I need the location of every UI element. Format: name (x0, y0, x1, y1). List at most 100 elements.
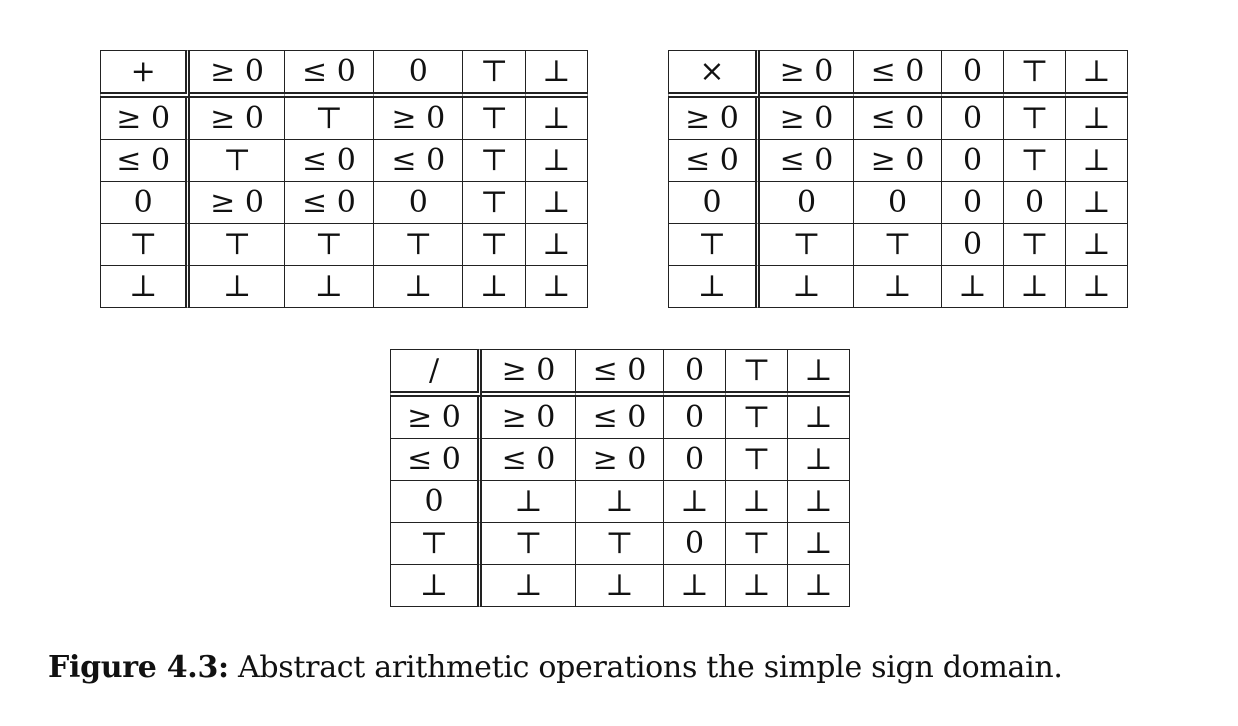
result-cell: ⊤ (726, 523, 788, 565)
table-row: ⊤⊤⊤⊤⊤⊥ (100, 224, 588, 266)
column-header: ≤ 0 (284, 50, 375, 98)
row-header: ≥ 0 (100, 98, 191, 140)
result-cell: ⊤ (463, 98, 526, 140)
row-header: 0 (668, 182, 760, 224)
result-cell: ⊥ (482, 481, 576, 523)
column-header: 0 (664, 349, 726, 397)
result-cell: 0 (942, 182, 1004, 224)
result-cell: ⊤ (576, 523, 664, 565)
result-cell: ⊥ (854, 266, 942, 308)
table-row: ⊤⊤⊤0⊤⊥ (668, 224, 1128, 266)
result-cell: ≥ 0 (374, 98, 464, 140)
result-cell: ≥ 0 (576, 439, 664, 481)
result-cell: ⊤ (1004, 224, 1066, 266)
result-cell: ≤ 0 (854, 98, 942, 140)
result-cell: ⊥ (525, 98, 588, 140)
result-cell: ⊤ (726, 439, 788, 481)
result-cell: ⊤ (760, 224, 854, 266)
result-cell: ≤ 0 (374, 140, 464, 182)
result-cell: ≤ 0 (482, 439, 576, 481)
result-cell: ⊥ (1066, 266, 1128, 308)
column-header: ⊤ (1004, 50, 1066, 98)
row-header: ≤ 0 (390, 439, 482, 481)
row-header: 0 (100, 182, 191, 224)
result-cell: ⊤ (284, 224, 375, 266)
result-cell: ≥ 0 (482, 397, 576, 439)
result-cell: 0 (664, 523, 726, 565)
result-cell: ⊥ (1066, 182, 1128, 224)
result-cell: ⊥ (284, 266, 375, 308)
column-header: ⊤ (726, 349, 788, 397)
result-cell: ⊤ (463, 224, 526, 266)
result-cell: ⊤ (463, 182, 526, 224)
row-header: ⊥ (100, 266, 191, 308)
result-cell: ⊥ (788, 397, 850, 439)
row-header: ≤ 0 (668, 140, 760, 182)
result-cell: ⊥ (726, 481, 788, 523)
operator-symbol: + (100, 50, 191, 98)
row-header: ⊤ (100, 224, 191, 266)
result-cell: ≥ 0 (190, 182, 285, 224)
column-header: ⊥ (1066, 50, 1128, 98)
column-header: ⊥ (525, 50, 588, 98)
result-cell: ⊥ (525, 266, 588, 308)
column-header: ≥ 0 (760, 50, 854, 98)
figure-caption-text: Abstract arithmetic operations the simpl… (228, 650, 1063, 685)
table-row: ⊤⊤⊤0⊤⊥ (390, 523, 850, 565)
row-header: 0 (390, 481, 482, 523)
column-header: 0 (374, 50, 464, 98)
result-cell: ≤ 0 (576, 397, 664, 439)
column-header: ≤ 0 (854, 50, 942, 98)
figure-label: Figure 4.3: (48, 650, 229, 685)
table-row: ≤ 0⊤≤ 0≤ 0⊤⊥ (100, 140, 588, 182)
row-header: ⊥ (668, 266, 760, 308)
result-cell: ⊤ (284, 98, 375, 140)
result-cell: ⊥ (788, 523, 850, 565)
operator-symbol: × (668, 50, 760, 98)
result-cell: ⊤ (1004, 98, 1066, 140)
result-cell: 0 (1004, 182, 1066, 224)
result-cell: ⊥ (525, 140, 588, 182)
result-cell: ≥ 0 (854, 140, 942, 182)
result-cell: ⊥ (525, 224, 588, 266)
result-cell: ⊥ (760, 266, 854, 308)
column-header: ≥ 0 (190, 50, 285, 98)
table-row: ⊥⊥⊥⊥⊥⊥ (668, 266, 1128, 308)
result-cell: ≤ 0 (284, 182, 375, 224)
row-header: ⊤ (390, 523, 482, 565)
result-cell: ⊤ (1004, 140, 1066, 182)
result-cell: ⊥ (525, 182, 588, 224)
result-cell: ⊥ (1066, 98, 1128, 140)
result-cell: ⊥ (788, 481, 850, 523)
result-cell: ⊥ (942, 266, 1004, 308)
result-cell: 0 (942, 224, 1004, 266)
row-header: ≥ 0 (390, 397, 482, 439)
result-cell: ≤ 0 (760, 140, 854, 182)
table-row: 0⊥⊥⊥⊥⊥ (390, 481, 850, 523)
figure-caption: Figure 4.3: Abstract arithmetic operatio… (48, 650, 1228, 686)
result-cell: 0 (942, 140, 1004, 182)
column-header: ⊥ (788, 349, 850, 397)
result-cell: ⊥ (190, 266, 285, 308)
result-cell: ⊥ (664, 565, 726, 607)
result-cell: 0 (664, 439, 726, 481)
result-cell: ⊤ (190, 140, 285, 182)
column-header: ⊤ (463, 50, 526, 98)
result-cell: 0 (760, 182, 854, 224)
result-cell: 0 (374, 182, 464, 224)
result-cell: ⊥ (726, 565, 788, 607)
row-header: ⊤ (668, 224, 760, 266)
result-cell: ⊤ (374, 224, 464, 266)
result-cell: ⊥ (1066, 140, 1128, 182)
table-row: ⊥⊥⊥⊥⊥⊥ (390, 565, 850, 607)
result-cell: ⊤ (854, 224, 942, 266)
